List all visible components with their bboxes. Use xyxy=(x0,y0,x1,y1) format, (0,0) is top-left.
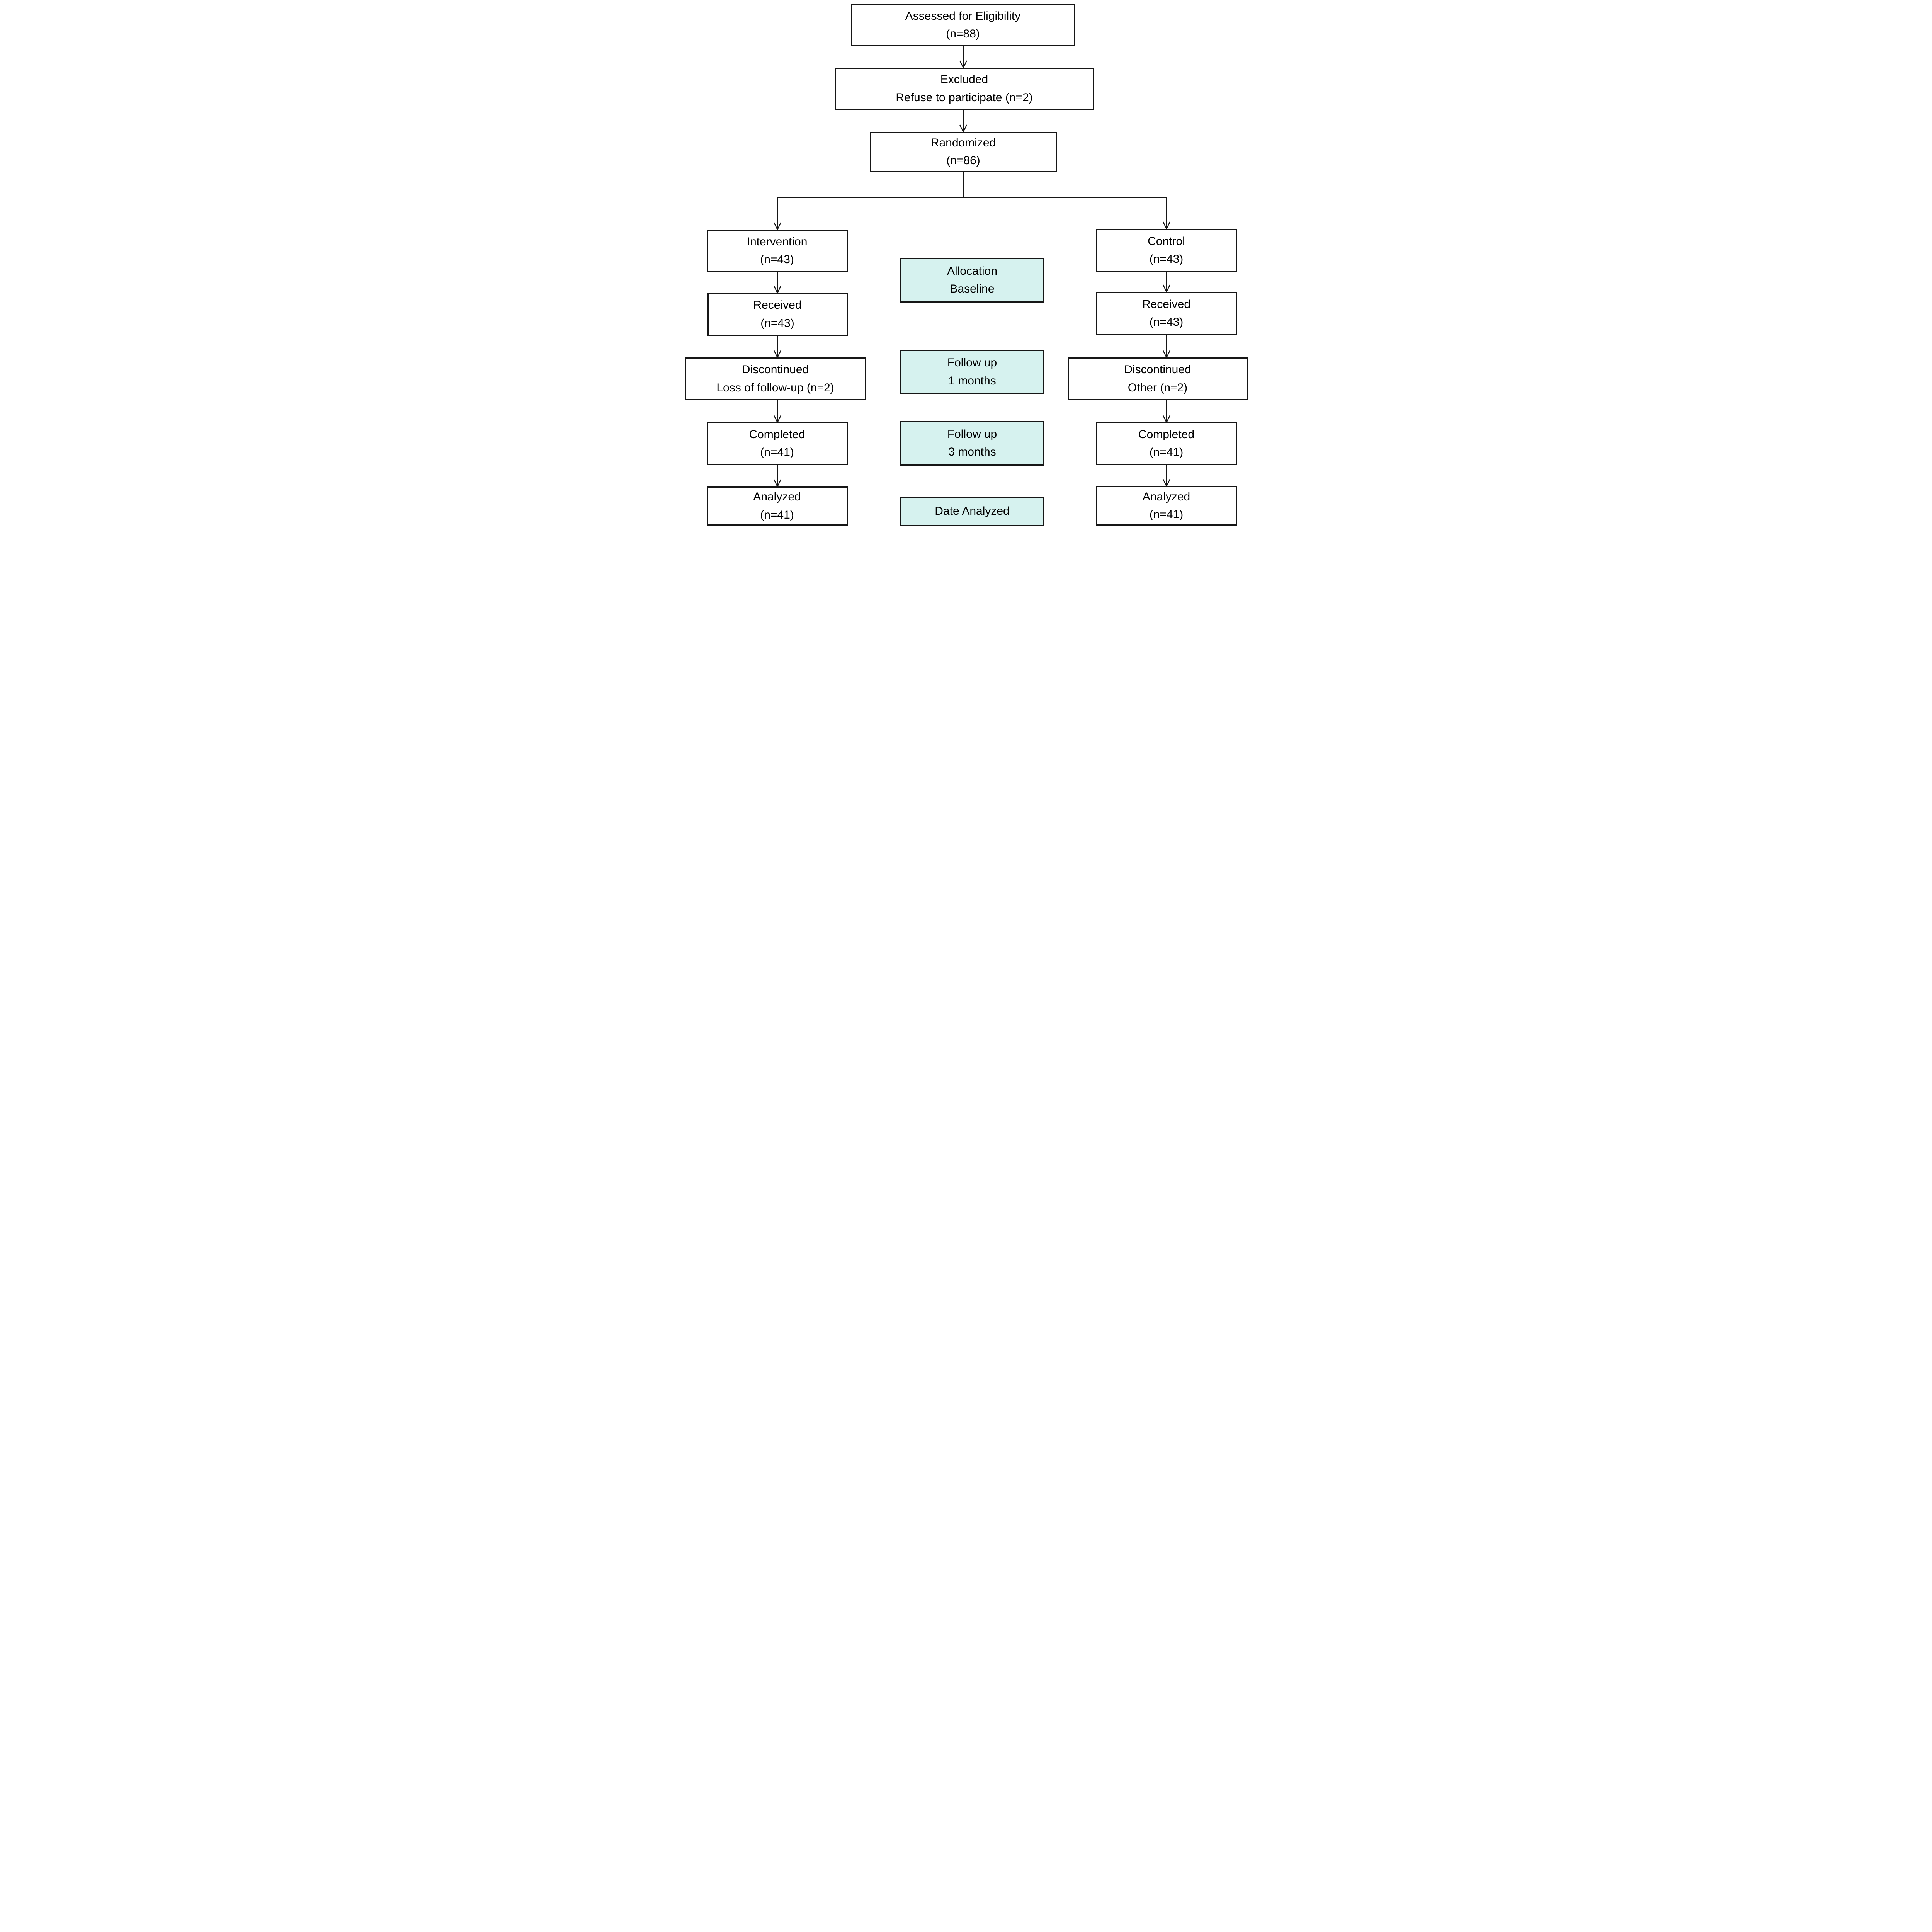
arrow-intervention-received-head xyxy=(773,286,781,294)
arrow-discontinuedR-completedR-head xyxy=(1162,415,1170,423)
discontinued-intervention-label: Discontinued xyxy=(742,363,809,376)
arrow-completedR-analyzedR-head xyxy=(1162,479,1170,487)
arrow-branch-control-head xyxy=(1162,221,1170,230)
date-analyzed-milestone-box: Date Analyzed xyxy=(900,497,1044,526)
control-label: Control xyxy=(1148,235,1185,248)
analyzed-intervention-count: (n=41) xyxy=(760,508,794,521)
discontinued-intervention-box: Discontinued Loss of follow-up (n=2) xyxy=(684,357,866,400)
completed-control-label: Completed xyxy=(1138,428,1195,441)
baseline-label: Baseline xyxy=(950,282,995,295)
excluded-label: Excluded xyxy=(940,73,988,86)
analyzed-control-box: Analyzed (n=41) xyxy=(1095,486,1237,526)
followup1-time: 1 months xyxy=(948,374,996,387)
discontinued-intervention-reason: Loss of follow-up (n=2) xyxy=(716,381,834,394)
consort-flow-diagram: Assessed for Eligibility (n=88) Excluded… xyxy=(680,0,1252,527)
arrow-discontinuedL-completedL-head xyxy=(773,415,781,423)
received-intervention-label: Received xyxy=(753,299,802,311)
assessed-count: (n=88) xyxy=(946,27,980,40)
date-analyzed-label: Date Analyzed xyxy=(935,504,1010,517)
completed-intervention-count: (n=41) xyxy=(760,446,794,459)
analyzed-intervention-box: Analyzed (n=41) xyxy=(706,486,848,526)
followup-1-months-milestone-box: Follow up 1 months xyxy=(900,350,1044,394)
control-count: (n=43) xyxy=(1149,253,1184,265)
randomized-box: Randomized (n=86) xyxy=(869,132,1057,172)
excluded-reason: Refuse to participate (n=2) xyxy=(896,91,1033,104)
arrow-control-received-head xyxy=(1162,284,1170,293)
discontinued-control-box: Discontinued Other (n=2) xyxy=(1067,357,1248,400)
followup-3-months-milestone-box: Follow up 3 months xyxy=(900,421,1044,466)
followup3-label: Follow up xyxy=(947,427,997,440)
analyzed-control-count: (n=41) xyxy=(1149,508,1184,521)
excluded-box: Excluded Refuse to participate (n=2) xyxy=(834,68,1094,110)
arrow-assessed-excluded-head xyxy=(959,60,967,69)
received-control-box: Received (n=43) xyxy=(1095,292,1237,335)
intervention-label: Intervention xyxy=(747,235,808,248)
allocation-label: Allocation xyxy=(947,264,998,277)
discontinued-control-reason: Other (n=2) xyxy=(1128,381,1188,394)
arrow-branch-intervention-head xyxy=(773,222,781,231)
completed-control-box: Completed (n=41) xyxy=(1095,422,1237,465)
assessed-label: Assessed for Eligibility xyxy=(905,9,1021,22)
followup1-label: Follow up xyxy=(947,356,997,369)
received-intervention-box: Received (n=43) xyxy=(707,293,848,336)
arrow-receivedR-discontinuedR-head xyxy=(1162,350,1170,359)
arrow-completedL-analyzedL-head xyxy=(773,479,781,488)
completed-intervention-label: Completed xyxy=(749,428,805,441)
completed-control-count: (n=41) xyxy=(1149,446,1184,459)
allocation-baseline-milestone-box: Allocation Baseline xyxy=(900,258,1044,303)
received-control-count: (n=43) xyxy=(1149,316,1184,328)
randomized-count: (n=86) xyxy=(946,154,980,167)
arrow-receivedL-discontinuedL-head xyxy=(773,350,781,359)
assessed-for-eligibility-box: Assessed for Eligibility (n=88) xyxy=(851,4,1075,46)
intervention-count: (n=43) xyxy=(760,253,794,266)
received-intervention-count: (n=43) xyxy=(760,316,794,330)
discontinued-control-label: Discontinued xyxy=(1124,363,1191,376)
received-control-label: Received xyxy=(1142,298,1191,311)
randomized-label: Randomized xyxy=(930,136,996,149)
followup3-time: 3 months xyxy=(948,446,996,458)
intervention-box: Intervention (n=43) xyxy=(706,230,848,272)
analyzed-intervention-label: Analyzed xyxy=(753,490,801,503)
control-box: Control (n=43) xyxy=(1095,229,1237,272)
analyzed-control-label: Analyzed xyxy=(1142,490,1190,503)
arrow-excluded-randomized-head xyxy=(959,124,967,133)
completed-intervention-box: Completed (n=41) xyxy=(706,422,848,465)
